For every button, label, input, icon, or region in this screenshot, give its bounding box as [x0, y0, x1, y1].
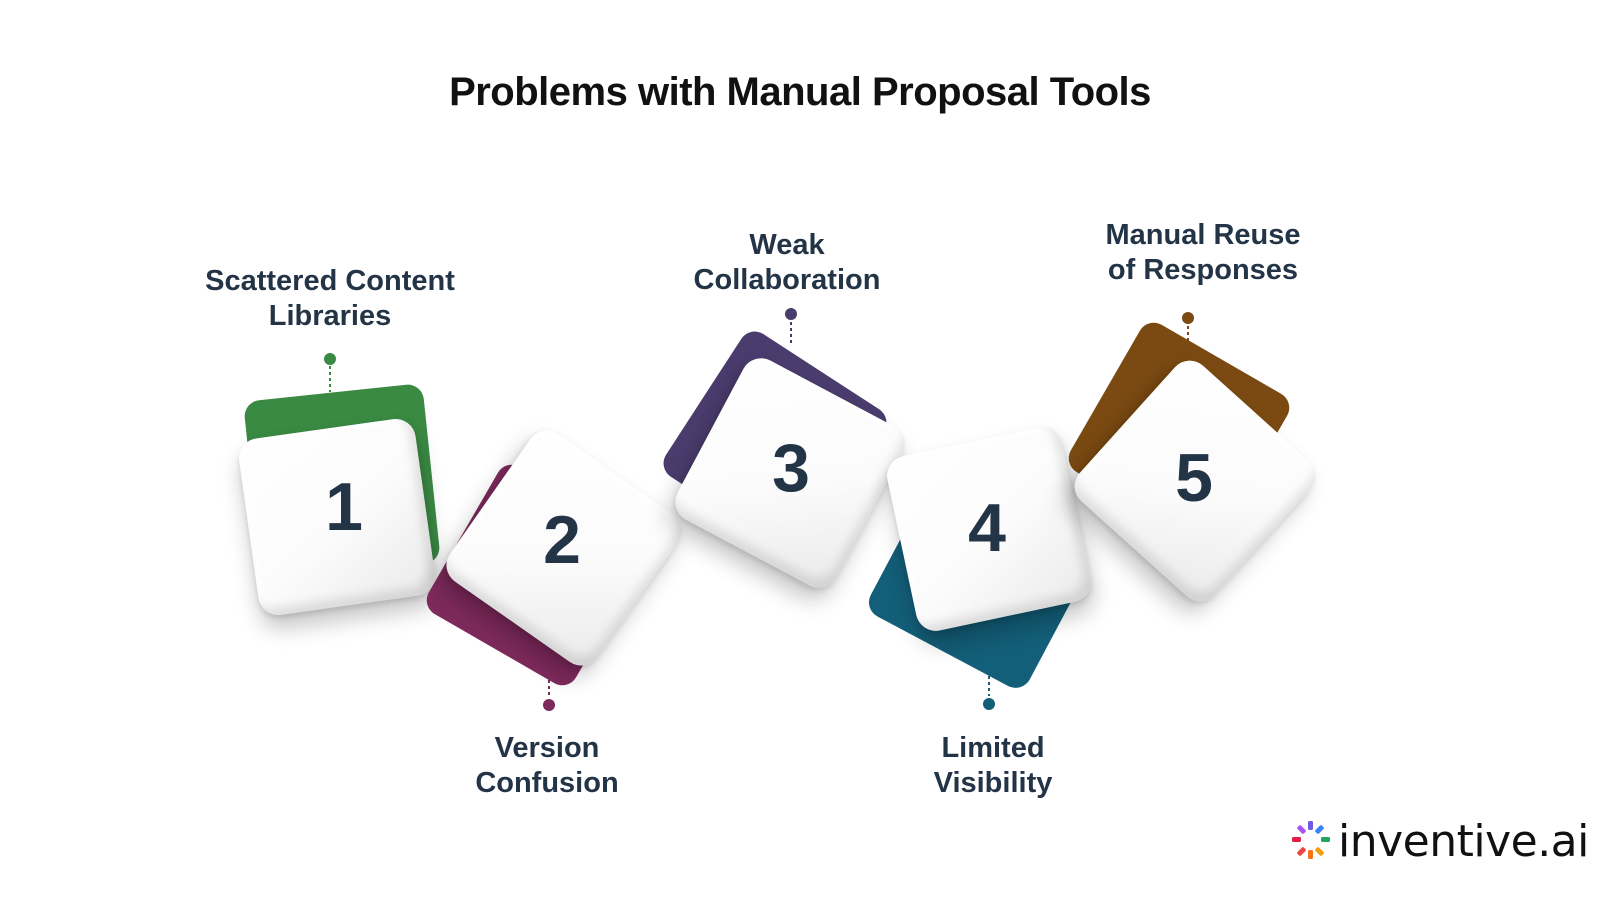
step-4-number: 4 [968, 490, 1006, 566]
connector-dot-3 [785, 308, 797, 320]
step-3-label: Weak Collaboration [693, 229, 881, 296]
connector-dot-5 [1182, 312, 1194, 324]
step-4-label: Limited Visibility [933, 732, 1053, 799]
step-5-label: Manual Reuse of Responses [1105, 219, 1301, 286]
connector-dot-1 [324, 353, 336, 365]
connector-dot-4 [983, 698, 995, 710]
page-title: Problems with Manual Proposal Tools [449, 70, 1151, 114]
inventive-ai-logo-icon [1292, 821, 1330, 859]
brand-logo-text: inventive.ai [1338, 815, 1589, 867]
brand-logo: inventive.ai [1290, 815, 1589, 867]
step-1-number: 1 [325, 469, 363, 545]
connector-dot-2 [543, 699, 555, 711]
step-2-label: Version Confusion [475, 732, 619, 799]
step-2-number: 2 [543, 502, 581, 578]
step-1-label: Scattered Content Libraries [205, 265, 455, 332]
step-3-number: 3 [772, 430, 810, 506]
step-5-number: 5 [1175, 440, 1213, 516]
